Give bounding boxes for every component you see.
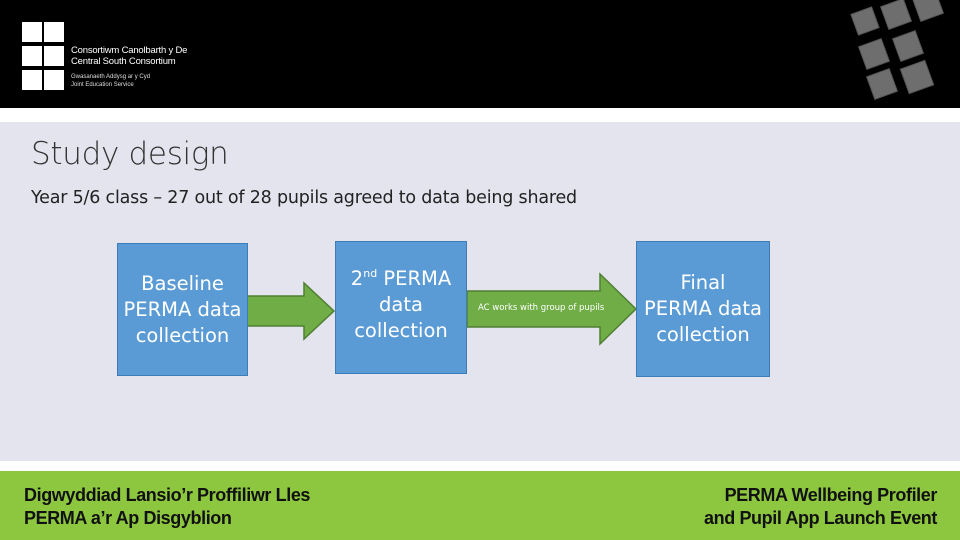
logo-grid-icon xyxy=(22,22,66,94)
footer-line: and Pupil App Launch Event xyxy=(704,508,937,528)
box-line: PERMA data xyxy=(123,297,242,321)
footer-line: PERMA a’r Ap Disgyblion xyxy=(24,508,232,528)
consortium-logo: Consortiwm Canolbarth y De Central South… xyxy=(22,22,187,94)
slide-subtitle: Year 5/6 class – 27 out of 28 pupils agr… xyxy=(31,188,577,208)
logo-subtext-english: Joint Education Service xyxy=(71,82,134,88)
arrow-baseline-to-second xyxy=(246,281,336,341)
logo-subtext-welsh: Gwasanaeth Addysg ar y Cyd xyxy=(71,74,151,80)
footer-bar: Digwyddiad Lansio’r Proffiliwr Lles PERM… xyxy=(0,471,960,540)
box-line: Final xyxy=(680,271,726,294)
baseline-collection-box: Baseline PERMA data collection xyxy=(117,243,248,376)
box-line: 2nd PERMA xyxy=(351,266,451,292)
box-line: collection xyxy=(135,323,230,347)
logo-text-welsh: Consortiwm Canolbarth y De xyxy=(71,45,188,56)
header-separator xyxy=(0,108,960,122)
box-line: Baseline xyxy=(141,271,224,295)
box-line: PERMA data xyxy=(644,297,762,320)
slide-title: Study design xyxy=(31,136,229,172)
footer-line: Digwyddiad Lansio’r Proffiliwr Lles xyxy=(24,485,311,505)
box-line-rest: PERMA xyxy=(377,267,452,290)
box-line: collection xyxy=(354,319,448,342)
footer-event-english: PERMA Wellbeing Profiler and Pupil App L… xyxy=(704,484,937,530)
header-bar: Consortiwm Canolbarth y De Central South… xyxy=(0,0,960,108)
footer-event-welsh: Digwyddiad Lansio’r Proffiliwr Lles PERM… xyxy=(24,484,310,530)
arrow-label: AC works with group of pupils xyxy=(478,303,605,313)
final-collection-box: Final PERMA data collection xyxy=(636,241,770,377)
ordinal-suffix: nd xyxy=(363,267,378,280)
box-line: collection xyxy=(656,323,750,346)
footer-line: PERMA Wellbeing Profiler xyxy=(724,485,938,505)
second-collection-box: 2nd PERMA data collection xyxy=(335,241,467,374)
decorative-squares-icon xyxy=(850,0,945,101)
logo-text-english: Central South Consortium xyxy=(71,56,176,67)
ordinal-number: 2 xyxy=(350,267,364,290)
arrow-second-to-final xyxy=(466,272,638,346)
footer-separator xyxy=(0,461,960,471)
slide-content: Study design Year 5/6 class – 27 out of … xyxy=(0,122,960,461)
box-line: data xyxy=(379,293,423,316)
